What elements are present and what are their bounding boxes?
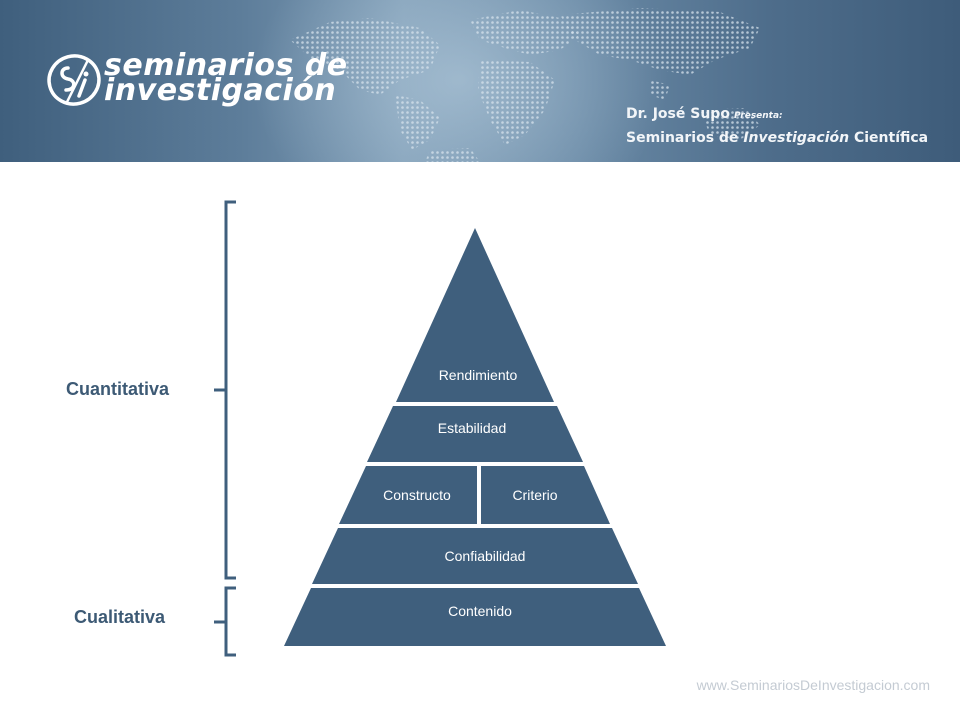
logo-line2: investigación bbox=[104, 73, 337, 108]
label-cuantitativa: Cuantitativa bbox=[66, 379, 170, 399]
pyramid-level-top bbox=[396, 228, 554, 402]
label-contenido: Contenido bbox=[448, 603, 512, 619]
logo-line1: seminarios de bbox=[104, 48, 348, 83]
presenter-suffix: Presenta: bbox=[733, 111, 783, 121]
label-rendimiento: Rendimiento bbox=[438, 367, 518, 383]
subtitle-pre: Seminarios de bbox=[626, 130, 744, 146]
label-confiabilidad: Confiabilidad bbox=[444, 548, 526, 564]
bracket-cualitativa bbox=[214, 586, 236, 657]
pyramid-level-fourth bbox=[312, 528, 638, 584]
banner-subtitle: Seminarios de Investigación Científica bbox=[626, 130, 928, 146]
footer-url: www.SeminariosDeInvestigacion.com bbox=[696, 677, 930, 693]
pyramid-level-base bbox=[284, 588, 666, 646]
subtitle-post: Científica bbox=[849, 130, 929, 146]
pyramid-level-second bbox=[367, 406, 583, 462]
pyramid-level-third-right bbox=[481, 466, 610, 524]
presenter-name: Dr. José Supo bbox=[626, 106, 730, 122]
world-map-graphic bbox=[290, 8, 760, 162]
subtitle-em: Investigación bbox=[743, 130, 850, 146]
label-estabilidad: Estabilidad bbox=[437, 420, 507, 436]
pyramid-level-third-left bbox=[339, 466, 477, 524]
label-constructo: Constructo bbox=[383, 487, 451, 503]
logo-wordmark: seminarios de investigación bbox=[104, 48, 348, 108]
logo-emblem bbox=[47, 54, 101, 106]
bracket-cuantitativa bbox=[214, 200, 236, 580]
label-criterio: Criterio bbox=[512, 487, 558, 503]
header-banner: seminarios de investigación Dr. José Sup… bbox=[0, 0, 960, 162]
label-cualitativa: Cualitativa bbox=[74, 607, 166, 627]
